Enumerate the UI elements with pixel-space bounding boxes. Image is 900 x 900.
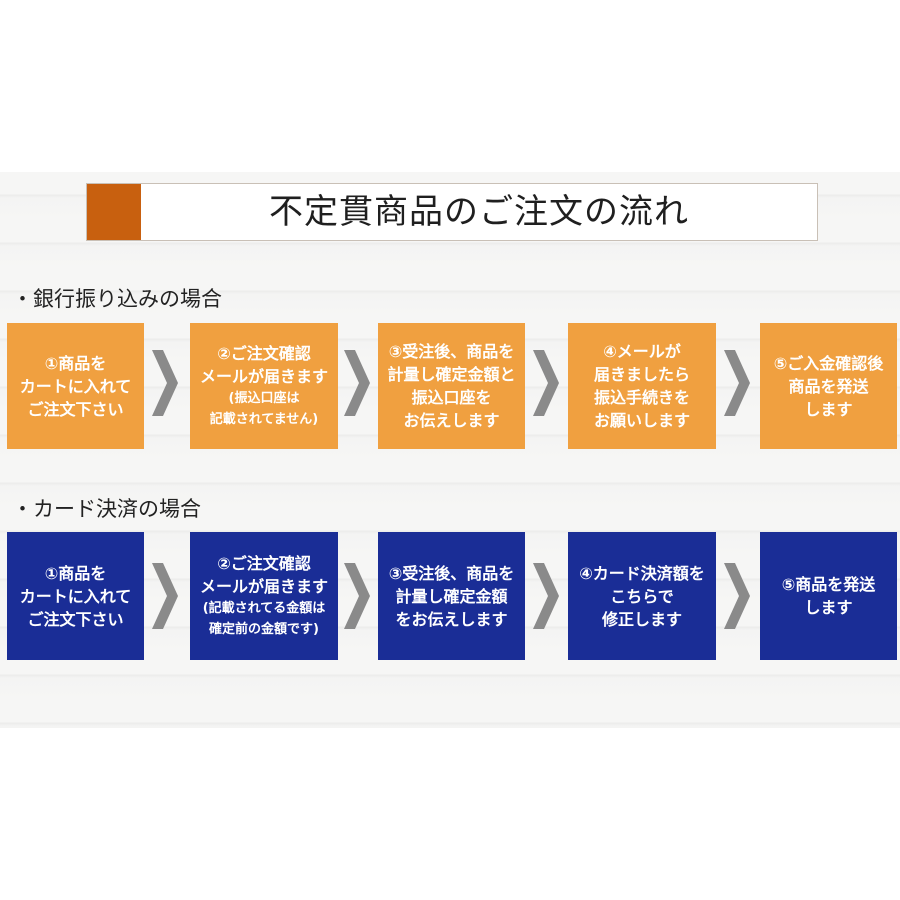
card-step-2-note: (記載されてる金額は	[202, 601, 326, 616]
card-step-4-line: こちらで	[610, 586, 674, 606]
bank-step-4-line: 振込手続きを	[593, 388, 690, 407]
bank-step-4-line: ④メールが	[603, 342, 681, 361]
bank-step-3: ③受注後、商品を 計量し確定金額と 振込口座を お伝えします	[378, 323, 525, 449]
chevron-right-icon	[533, 350, 559, 416]
card-step-2: ②ご注文確認 メールが届きます (記載されてる金額は 確定前の金額です)	[190, 532, 338, 660]
chevron-right-icon	[533, 563, 559, 629]
bank-step-1: ①商品を カートに入れて ご注文下さい	[7, 323, 144, 449]
bank-step-2-note: 記載されてません)	[209, 412, 319, 427]
chevron-right-icon	[724, 350, 750, 416]
card-step-2-line: メールが届きます	[199, 577, 328, 596]
bank-step-5-line: します	[804, 399, 853, 419]
card-step-2-line: ②ご注文確認	[217, 554, 311, 573]
background-board	[0, 172, 900, 728]
bank-step-4-line: お願いします	[593, 411, 690, 430]
bank-step-5-line: 商品を発送	[788, 376, 869, 396]
chevron-right-icon	[724, 563, 750, 629]
title-accent-block	[87, 184, 141, 240]
title-banner: 不定貫商品のご注文の流れ	[86, 183, 818, 241]
bank-step-4: ④メールが 届きましたら 振込手続きを お願いします	[568, 323, 716, 449]
bank-step-2-line: ②ご注文確認	[217, 344, 311, 363]
card-step-5: ⑤商品を発送 します	[760, 532, 897, 660]
chevron-right-icon	[152, 563, 178, 629]
card-step-1: ①商品を カートに入れて ご注文下さい	[7, 532, 144, 660]
card-step-1-line: ご注文下さい	[27, 609, 124, 629]
bank-step-3-line: ③受注後、商品を	[388, 342, 515, 361]
bank-step-5: ⑤ご入金確認後 商品を発送 します	[760, 323, 897, 449]
bank-transfer-heading: ・銀行振り込みの場合	[12, 287, 222, 311]
card-step-2-note: 確定前の金額です)	[209, 622, 319, 637]
bank-step-3-line: 振込口座を	[411, 388, 492, 407]
bank-step-3-line: 計量し確定金額と	[387, 365, 516, 384]
card-step-4-line: ④カード決済額を	[579, 563, 705, 583]
card-step-3-line: をお伝えします	[395, 609, 508, 629]
bank-step-2-line: メールが届きます	[199, 367, 328, 386]
chevron-right-icon	[344, 563, 370, 629]
chevron-right-icon	[344, 350, 370, 416]
bank-step-1-line: ご注文下さい	[27, 399, 124, 419]
bank-step-1-line: カートに入れて	[19, 376, 132, 396]
bank-step-2-note: (振込口座は	[228, 391, 300, 406]
bank-step-3-line: お伝えします	[403, 411, 500, 430]
card-step-3-line: 計量し確定金額	[395, 586, 508, 606]
card-step-4-line: 修正します	[601, 609, 682, 629]
page-title: 不定貫商品のご注文の流れ	[269, 192, 689, 232]
card-step-4: ④カード決済額を こちらで 修正します	[568, 532, 716, 660]
bank-step-2: ②ご注文確認 メールが届きます (振込口座は 記載されてません)	[190, 323, 338, 449]
bank-step-5-line: ⑤ご入金確認後	[773, 353, 884, 373]
card-payment-heading: ・カード決済の場合	[12, 497, 201, 521]
card-step-1-line: カートに入れて	[19, 586, 132, 606]
card-step-5-line: ⑤商品を発送	[781, 575, 876, 594]
chevron-right-icon	[152, 350, 178, 416]
bank-step-1-line: ①商品を	[44, 353, 107, 373]
card-step-3-line: ③受注後、商品を	[388, 563, 515, 583]
card-step-3: ③受注後、商品を 計量し確定金額 をお伝えします	[378, 532, 525, 660]
card-step-5-line: します	[804, 598, 853, 617]
card-step-1-line: ①商品を	[44, 563, 107, 583]
bank-step-4-line: 届きましたら	[593, 365, 690, 384]
